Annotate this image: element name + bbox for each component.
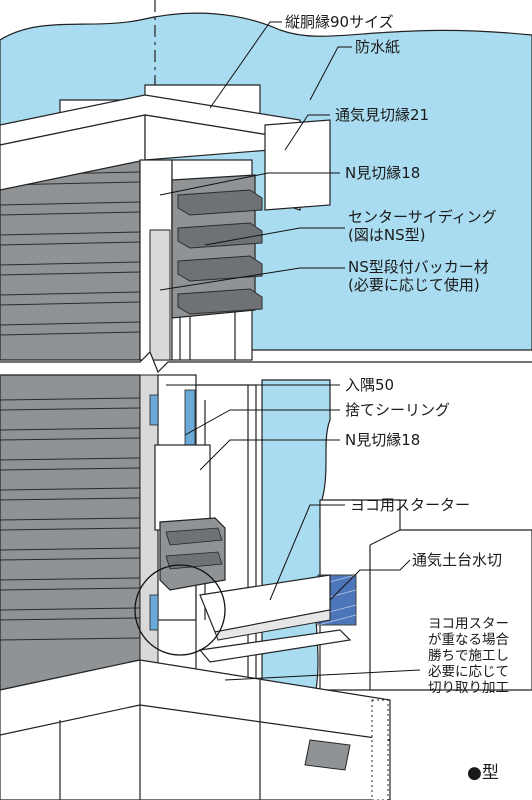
label-n-trim-top: N見切縁18 xyxy=(345,164,420,182)
note-line-3: 勝ちで施工し xyxy=(428,648,509,664)
footer-heading: ●型 xyxy=(467,763,499,783)
note-line-4: 必要に応じて xyxy=(428,664,509,680)
label-vent-sill: 通気土台水切 xyxy=(412,551,502,569)
center-siding-lower xyxy=(159,517,226,591)
label-center-siding: センターサイディング xyxy=(348,208,497,226)
left-siding-upper xyxy=(0,154,141,361)
note-line-5: 切り取り加工 xyxy=(428,680,509,696)
label-sealing: 捨てシーリング xyxy=(345,401,450,419)
left-siding-lower xyxy=(0,374,141,691)
note-line-2: が重なる場合 xyxy=(428,632,509,648)
label-starter: ヨコ用スターター xyxy=(350,496,470,514)
detail-circle xyxy=(134,564,226,656)
label-backer: NS型段付バッカー材 xyxy=(348,258,489,276)
note-line-1: ヨコ用スター xyxy=(428,616,509,632)
note-block: ヨコ用スター が重なる場合 勝ちで施工し 必要に応じて 切り取り加工 xyxy=(428,616,509,696)
break-line xyxy=(0,350,532,374)
center-siding-upper xyxy=(171,174,263,319)
label-backer-note: (必要に応じて使用) xyxy=(348,276,480,294)
horizontal-starter xyxy=(198,574,352,663)
label-vent-trim: 通気見切縁21 xyxy=(335,106,429,124)
top-trim-assembly xyxy=(0,84,331,211)
label-coping-trim: 縦胴縁90サイズ xyxy=(285,13,394,31)
label-waterproof-paper: 防水紙 xyxy=(355,38,400,56)
label-n-trim-bottom: N見切縁18 xyxy=(345,431,420,449)
label-inside-corner: 入隅50 xyxy=(345,376,394,394)
leader-lines xyxy=(159,21,421,681)
foundation-blocks xyxy=(0,659,391,800)
label-center-siding-note: (図はNS型) xyxy=(348,226,425,244)
